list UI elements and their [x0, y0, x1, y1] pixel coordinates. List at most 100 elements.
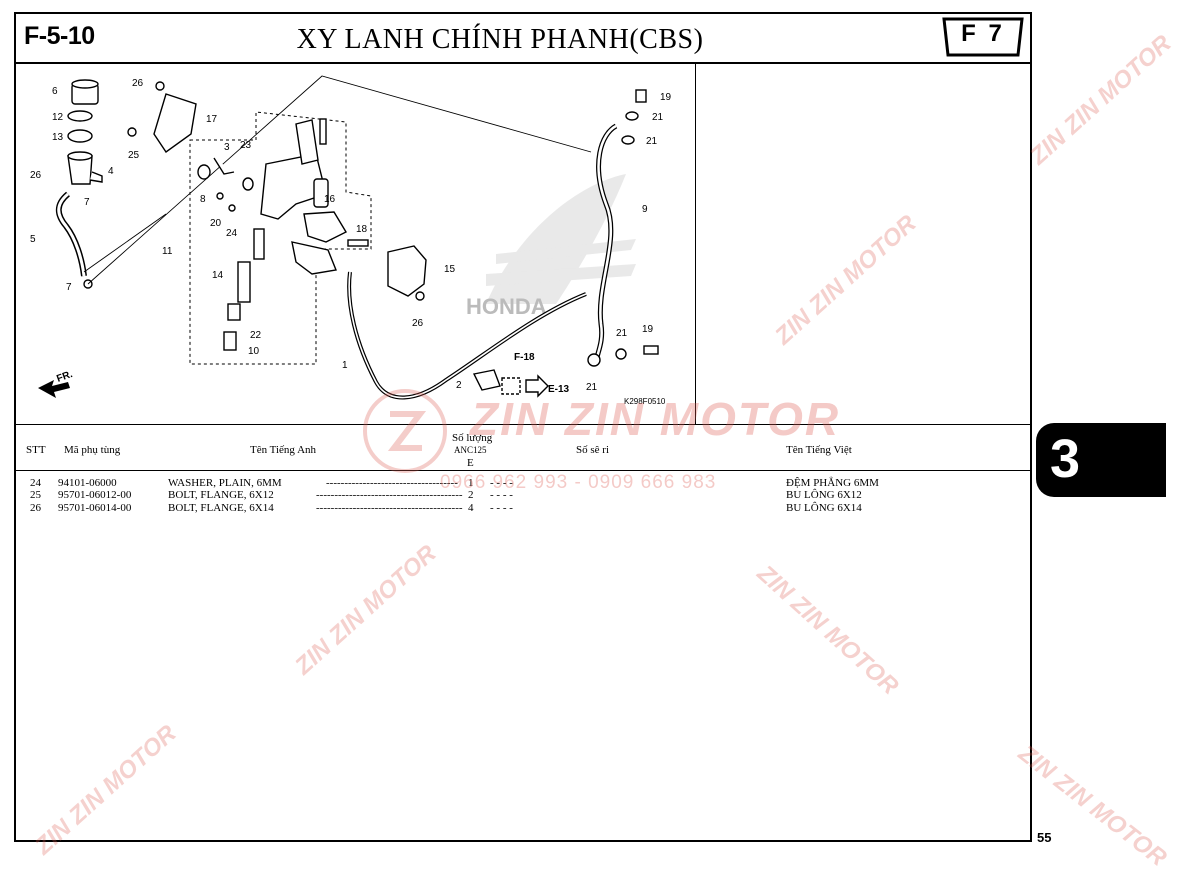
table-row: 24 94101-06000 WASHER, PLAIN, 6MM ------…: [16, 477, 1016, 489]
callout-3: 3: [224, 142, 230, 153]
callout-23: 23: [240, 140, 252, 151]
watermark-logo-icon: [363, 389, 447, 473]
callout-13: 13: [52, 132, 64, 143]
callout-10: 10: [248, 346, 260, 357]
badge-frame-icon: [942, 17, 1024, 57]
ref-e13: E-13: [548, 384, 570, 395]
reservoir-assembly: [55, 79, 103, 289]
callout-26b: 26: [132, 78, 144, 89]
cell-part-no: 95701-06014-00: [58, 502, 132, 514]
col-header-english: Tên Tiếng Anh: [250, 444, 317, 456]
callout-6: 6: [52, 86, 58, 97]
callout-21c: 21: [616, 328, 628, 339]
callout-21d: 21: [586, 382, 598, 393]
front-direction-arrow-icon: [38, 380, 70, 398]
leader-lines: [83, 75, 592, 285]
callout-11: 11: [162, 246, 173, 257]
chapter-tab-number: 3: [1050, 429, 1081, 489]
cell-dashes: ------------------------------------: [326, 477, 458, 489]
callout-7a: 7: [84, 197, 90, 208]
cell-serial: - - - -: [490, 477, 513, 489]
cell-vietnamese: BU LÔNG 6X14: [786, 502, 862, 514]
cell-part-no: 95701-06012-00: [58, 489, 132, 501]
col-header-model-sub: E: [467, 457, 474, 469]
callout-21b: 21: [646, 136, 658, 147]
col-header-qty: Số lượng: [452, 432, 493, 444]
cell-english: WASHER, PLAIN, 6MM: [168, 477, 282, 489]
exploded-view-drawing: HONDA: [30, 75, 672, 406]
ref-f18: F-18: [514, 352, 535, 363]
watermark-bottom-right: ZIN ZIN MOTOR: [1013, 740, 1172, 872]
section-badge: F 7: [940, 17, 1026, 57]
brake-cable: [347, 271, 587, 400]
callout-12: 12: [52, 112, 64, 123]
callout-21a: 21: [652, 112, 664, 123]
callout-26c: 26: [412, 318, 424, 329]
cell-dashes: ----------------------------------------: [316, 489, 463, 501]
cell-stt: 26: [30, 502, 41, 514]
page-title: XY LANH CHÍNH PHANH(CBS): [296, 24, 704, 55]
cell-serial: - - - -: [490, 502, 513, 514]
callout-1: 1: [342, 360, 348, 371]
callout-20: 20: [210, 218, 222, 229]
chapter-tab: 3: [1036, 423, 1166, 497]
table-row: 25 95701-06012-00 BOLT, FLANGE, 6X12 ---…: [16, 489, 1016, 501]
cell-qty: 2: [468, 489, 474, 501]
cell-stt: 24: [30, 477, 41, 489]
header-divider: [14, 62, 1032, 64]
front-label: FR.: [55, 369, 74, 385]
cell-dashes: ----------------------------------------: [316, 502, 463, 514]
callout-2: 2: [456, 380, 462, 391]
col-header-model: ANC125: [454, 445, 487, 455]
cell-serial: - - - -: [490, 489, 513, 501]
callout-labels: 6 12 13 26 4 7 5 7 26 17 25 3 23 8 20 24…: [30, 78, 672, 393]
col-header-part-no: Mã phụ tùng: [64, 444, 121, 456]
callout-5: 5: [30, 234, 36, 245]
callout-18: 18: [356, 224, 368, 235]
page-number: 55: [1037, 830, 1052, 845]
callout-26a: 26: [30, 170, 42, 181]
table-row: 26 95701-06014-00 BOLT, FLANGE, 6X14 ---…: [16, 502, 1016, 514]
honda-wing-logo: [486, 174, 636, 304]
brake-hose: [587, 89, 659, 367]
assembly-outline: [189, 111, 372, 365]
callout-19b: 19: [642, 324, 654, 335]
figure-code: K298F0510: [624, 397, 666, 406]
callout-15: 15: [444, 264, 456, 275]
callout-24: 24: [226, 228, 238, 239]
col-header-vietnamese: Tên Tiếng Việt: [786, 444, 852, 456]
callout-9: 9: [642, 204, 648, 215]
reservoir-bracket: [127, 81, 197, 153]
section-refs: F-18 E-13: [514, 352, 570, 395]
cell-qty: 4: [468, 502, 474, 514]
cell-stt: 25: [30, 489, 41, 501]
page-frame: [14, 12, 1032, 842]
col-header-stt: STT: [26, 444, 46, 456]
cell-qty: 1: [468, 477, 474, 489]
callout-16: 16: [324, 194, 336, 205]
parts-diagram: HONDA: [16, 64, 696, 424]
callout-8: 8: [200, 194, 206, 205]
callout-4: 4: [108, 166, 114, 177]
cell-english: BOLT, FLANGE, 6X12: [168, 489, 274, 501]
cover: [387, 245, 427, 301]
table-top-border: [14, 424, 1032, 425]
watermark-corner: ZIN ZIN MOTOR: [1025, 29, 1177, 171]
callout-19a: 19: [660, 92, 672, 103]
callout-25: 25: [128, 150, 140, 161]
cell-vietnamese: ĐỆM PHẲNG 6MM: [786, 477, 879, 489]
master-cylinder: [197, 118, 329, 351]
col-header-serial: Số sê ri: [576, 444, 609, 456]
clip-part: [472, 369, 549, 398]
cell-vietnamese: BU LÔNG 6X12: [786, 489, 862, 501]
section-badge-label: F 7: [961, 20, 1005, 47]
section-code: F-5-10: [24, 22, 95, 50]
table-header-border: [14, 470, 1032, 471]
callout-7b: 7: [66, 282, 72, 293]
cell-english: BOLT, FLANGE, 6X14: [168, 502, 274, 514]
callout-14: 14: [212, 270, 224, 281]
cell-part-no: 94101-06000: [58, 477, 117, 489]
cbs-lever-parts: [291, 211, 369, 275]
honda-brand-text: HONDA: [466, 294, 547, 319]
callout-22: 22: [250, 330, 262, 341]
